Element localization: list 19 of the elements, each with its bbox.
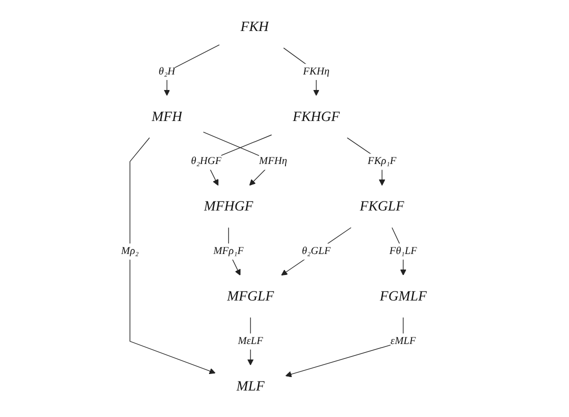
node-text: FGMLF <box>380 288 427 304</box>
arrow <box>281 226 352 275</box>
arrow <box>130 136 216 374</box>
node-text: MFHGF <box>204 198 254 214</box>
edge-label: FKρ₁F <box>368 155 396 167</box>
edge-label: Fθ₁LF <box>389 245 418 256</box>
node-text: FKGLF <box>360 198 404 214</box>
node-text: MLF <box>236 378 265 394</box>
node-text: MFGLF <box>226 288 274 304</box>
edge-label: MFHη <box>259 155 288 167</box>
edge-label: Mρ₂ <box>121 245 139 256</box>
edge-label: MεLF <box>238 334 264 346</box>
arrow <box>164 44 220 96</box>
edge-label: MFρ₁F <box>213 245 244 256</box>
edge-label: θ₂GLF <box>302 245 331 256</box>
edge-label: εMLF <box>390 334 416 346</box>
node-text: FKHGF <box>292 108 340 124</box>
edge-label: θ₂HGF <box>190 155 222 167</box>
edge-label: FKHη <box>303 65 330 77</box>
